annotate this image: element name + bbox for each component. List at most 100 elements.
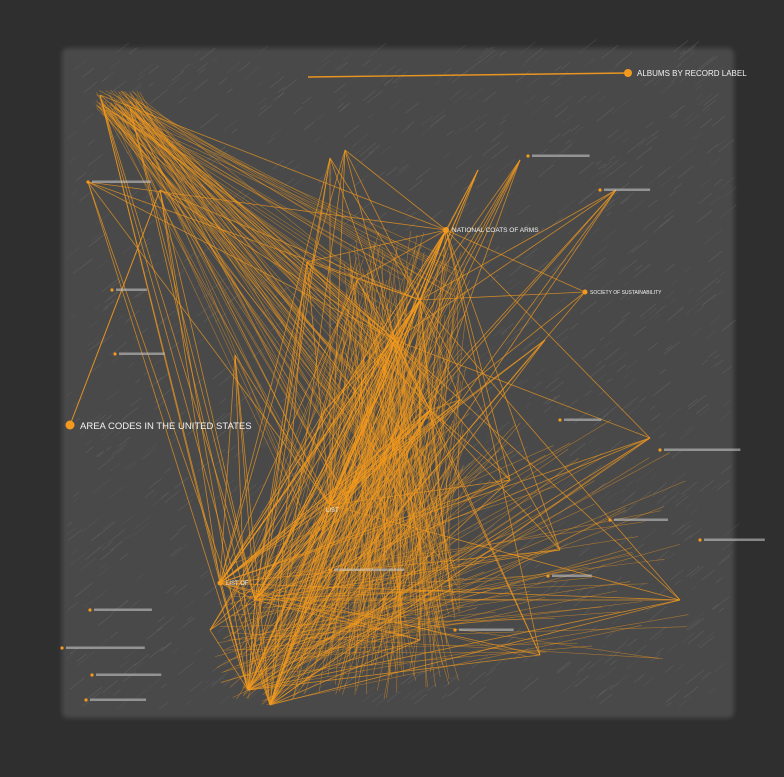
hatch-stroke (709, 67, 724, 79)
hatch-stroke (94, 302, 103, 310)
hatch-stroke (642, 676, 655, 687)
edge-line (262, 601, 643, 649)
hatch-stroke (628, 165, 644, 178)
hatch-stroke (73, 268, 80, 274)
hatch-stroke (539, 581, 558, 597)
hatch-stroke (531, 261, 549, 275)
hatch-stroke (616, 319, 624, 325)
hatch-stroke (723, 186, 737, 198)
hatch-stroke (117, 314, 125, 321)
hatch-stroke (605, 630, 616, 639)
node-albums[interactable]: ALBUMS BY RECORD LABEL (624, 69, 747, 78)
hatch-stroke (579, 272, 593, 283)
node-hub-center[interactable]: LIST (326, 508, 339, 514)
hatch-stroke (415, 167, 432, 181)
minor-node-label-mark (92, 180, 151, 183)
hatch-stroke (85, 439, 94, 446)
minor-node-dot (90, 673, 94, 677)
hatch-stroke (303, 122, 314, 131)
minor-node-dot (658, 448, 662, 452)
hatch-stroke (607, 599, 621, 610)
minor-node-label-mark (664, 448, 741, 451)
hatch-stroke (101, 278, 119, 293)
hatch-stroke (450, 172, 467, 186)
hatch-stroke (560, 480, 575, 493)
hatch-stroke (363, 608, 370, 614)
hatch-stroke (656, 555, 669, 566)
edge-line (359, 435, 397, 669)
hatch-stroke (461, 525, 473, 536)
hatch-stroke (580, 588, 594, 599)
hatch-stroke (655, 305, 666, 314)
hatch-stroke (401, 673, 416, 685)
minor-node-dot (698, 538, 702, 542)
hatch-stroke (388, 64, 397, 72)
hatch-stroke (129, 662, 143, 673)
hatch-stroke (247, 687, 263, 701)
minor-node-label-mark (119, 352, 165, 355)
edge-line (422, 237, 447, 578)
hatch-stroke (577, 586, 586, 594)
hatch-stroke (522, 677, 539, 692)
hatch-stroke (704, 229, 723, 245)
hatch-stroke (444, 524, 452, 531)
hatch-stroke (227, 479, 235, 485)
hatch-stroke (500, 381, 518, 396)
hatch-stroke (430, 670, 441, 679)
hatch-stroke (570, 322, 579, 330)
edge-line (254, 299, 421, 601)
hatch-stroke (708, 350, 718, 358)
hatch-stroke (623, 370, 634, 379)
hatch-stroke (99, 638, 109, 646)
hatch-stroke (534, 227, 545, 236)
hatch-stroke (631, 239, 648, 253)
edge-line (102, 103, 437, 382)
hatch-stroke (525, 675, 533, 682)
hatch-stroke (252, 347, 264, 358)
hatch-stroke (643, 214, 662, 230)
hatch-stroke (556, 328, 569, 339)
hatch-stroke (196, 451, 214, 466)
hatch-stroke (562, 114, 573, 123)
edge-line (219, 618, 555, 628)
hatch-stroke (664, 665, 674, 673)
minor-node-label-mark (564, 418, 602, 421)
edge-line (124, 96, 381, 359)
hatch-stroke (119, 659, 130, 668)
hatch-stroke (468, 685, 487, 701)
hatch-stroke (104, 291, 119, 303)
hatch-stroke (277, 92, 285, 98)
hatch-stroke (540, 148, 548, 155)
hatch-stroke (500, 582, 514, 593)
hatch-stroke (134, 654, 149, 666)
hatch-stroke (321, 49, 337, 63)
hatch-stroke (441, 693, 448, 699)
hatch-stroke (665, 80, 676, 89)
minor-node-label-mark (604, 188, 651, 191)
hatch-stroke (636, 146, 653, 160)
minor-node-label-mark (94, 608, 152, 611)
hatch-stroke (103, 297, 117, 309)
hatch-stroke (180, 63, 191, 72)
edge-line (234, 354, 249, 691)
minor-node-label-mark (459, 628, 514, 631)
hatch-stroke (316, 60, 330, 72)
hatch-stroke (591, 244, 609, 259)
node-hub-lower[interactable]: LIST OF (217, 580, 249, 588)
hatch-stroke (550, 381, 564, 392)
edge-line (96, 92, 304, 402)
hatch-stroke (129, 85, 143, 96)
hatch-stroke (590, 170, 604, 181)
node-national-coats[interactable]: NATIONAL COATS OF ARMS (443, 227, 539, 234)
hatch-stroke (123, 663, 137, 674)
hatch-stroke (695, 84, 702, 90)
node-society-sustainability[interactable]: SOCIETY OF SUSTAINABILITY (582, 289, 663, 297)
hatch-stroke (453, 91, 469, 104)
hatch-stroke (211, 463, 224, 475)
hatch-stroke (492, 326, 505, 337)
node-area-codes[interactable]: AREA CODES IN THE UNITED STATES (65, 420, 252, 433)
hatch-stroke (66, 130, 77, 140)
edge-line (105, 109, 397, 461)
hatch-stroke (178, 499, 193, 512)
hatch-stroke (597, 644, 607, 652)
